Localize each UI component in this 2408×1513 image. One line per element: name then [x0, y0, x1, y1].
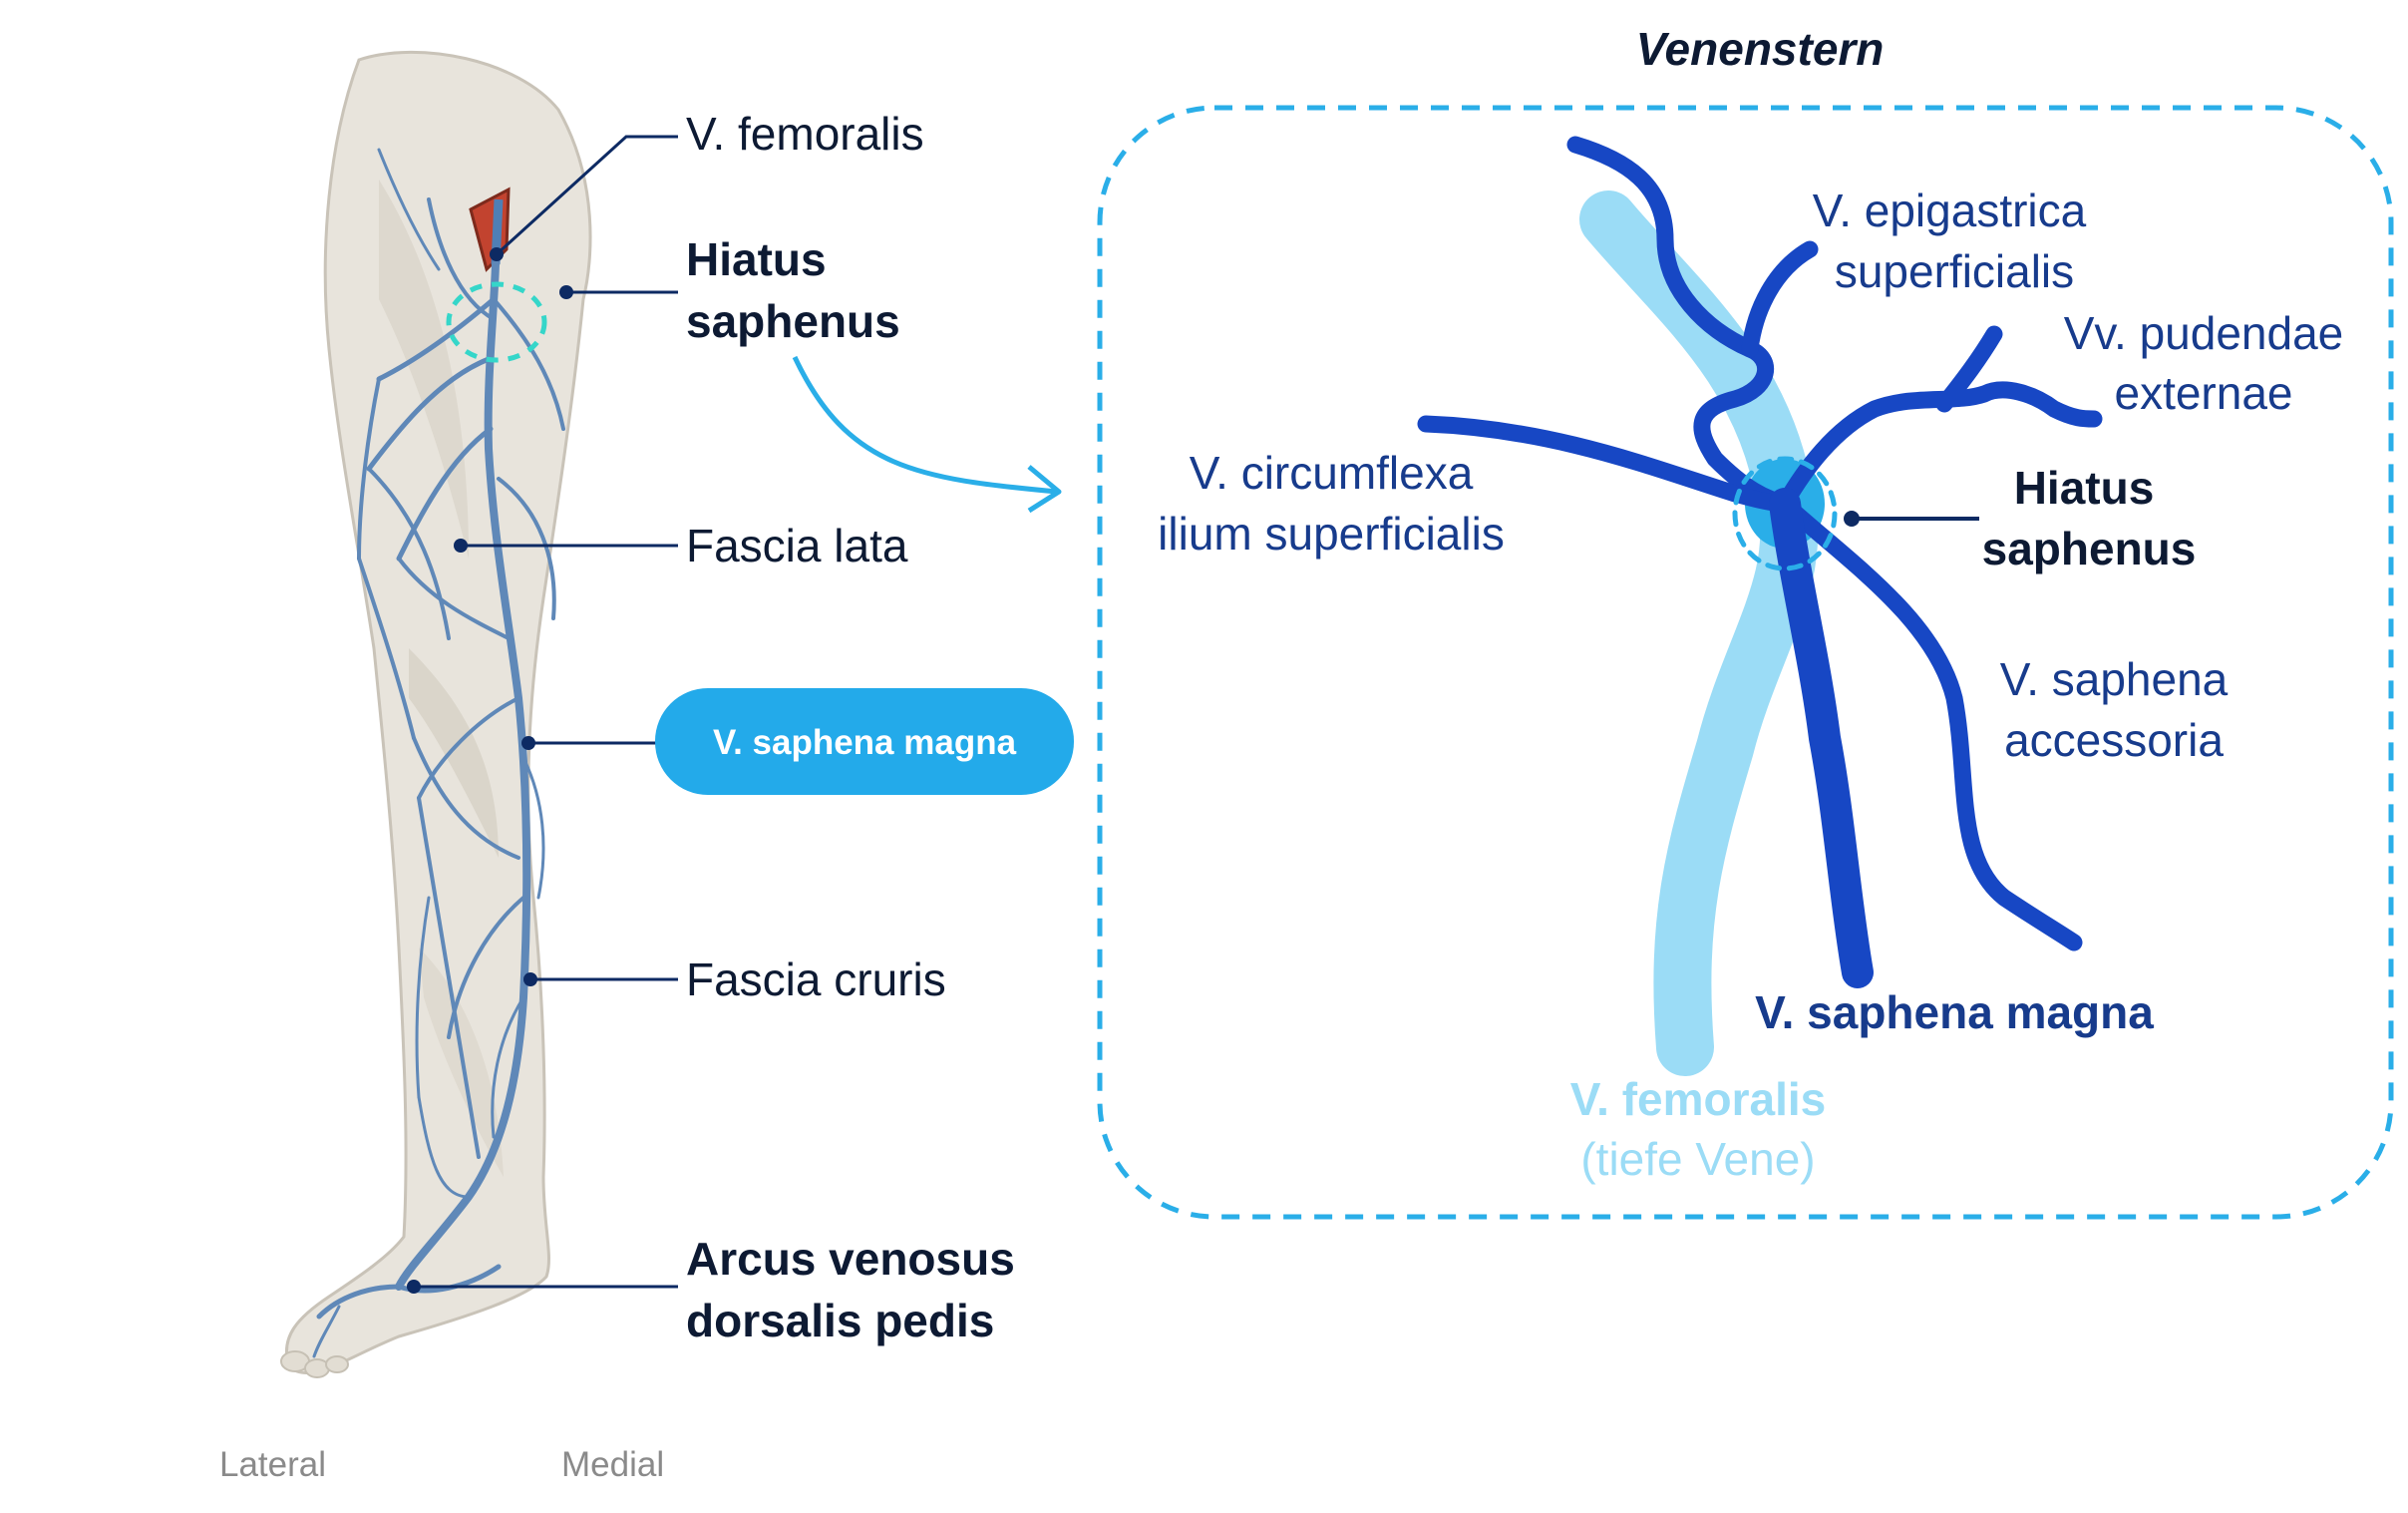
- epigastrica-vein: [1566, 136, 1794, 513]
- zoom-arrow-head: [1027, 465, 1062, 514]
- label-arcus-venosus-line2: dorsalis pedis: [686, 1295, 994, 1346]
- label-arcus-venosus-line1: Arcus venosus: [686, 1233, 1015, 1285]
- pudendae-branch: [1935, 325, 2003, 413]
- label-venenstern-hiatus-line1: Hiatus: [2014, 462, 2155, 514]
- label-fascia-cruris: Fascia cruris: [686, 953, 946, 1005]
- pudendae-vein: [1776, 381, 2103, 513]
- venenstern-frame: [1097, 105, 2394, 1220]
- toes: [280, 1350, 349, 1378]
- label-lateral: Lateral: [219, 1445, 326, 1484]
- leg-leader-dots: [407, 247, 573, 1294]
- leg-illustration: [280, 50, 592, 1378]
- femoral-deep-vein: [1579, 190, 1819, 1076]
- label-saphena-magna-pill: V. saphena magna: [713, 723, 1017, 762]
- zoom-arrow: [792, 355, 1058, 495]
- label-hiatus-saphenus-line1: Hiatus: [686, 233, 827, 285]
- accessoria-vein: [1776, 495, 2083, 951]
- label-pudendae-line2: externae: [2114, 367, 2292, 419]
- label-venenstern-saphena-magna: V. saphena magna: [1755, 986, 2154, 1038]
- label-venenstern-hiatus-line2: saphenus: [1982, 523, 2197, 574]
- leg-leader-lines: [414, 135, 678, 1289]
- label-accessoria-line2: accessoria: [2004, 714, 2224, 766]
- label-circumflexa-line1: V. circumflexa: [1190, 447, 1474, 499]
- hiatus-dashed-ring: [1732, 456, 1838, 571]
- hiatus-marker-circle: [446, 281, 547, 363]
- venenstern-title: Venenstern: [1636, 23, 1885, 75]
- label-venenstern-femoralis: V. femoralis: [1570, 1073, 1827, 1125]
- venenstern-drawing: [1417, 136, 2103, 1076]
- circumflexa-vein: [1417, 415, 1794, 513]
- label-epigastrica-line2: superficialis: [1835, 245, 2074, 297]
- label-accessoria-line1: V. saphena: [2000, 653, 2229, 705]
- label-hiatus-saphenus-line2: saphenus: [686, 295, 900, 347]
- venenstern-hiatus-dot: [1844, 511, 1860, 527]
- saphena-magna-pill: [655, 688, 1074, 795]
- thigh-shading: [379, 180, 469, 559]
- superficial-vein-network: [312, 148, 565, 1358]
- label-medial: Medial: [561, 1445, 664, 1484]
- label-epigastrica-line1: V. epigastrica: [1813, 185, 2087, 236]
- saphena-magna-vein: [1769, 488, 1874, 988]
- label-venenstern-femoralis-sub: (tiefe Vene): [1580, 1133, 1815, 1185]
- label-circumflexa-line2: ilium superficialis: [1158, 508, 1505, 560]
- epigastrica-branch: [1741, 240, 1819, 358]
- knee-shading: [409, 648, 499, 858]
- label-v-femoralis: V. femoralis: [686, 108, 924, 160]
- label-fascia-lata: Fascia lata: [686, 520, 908, 571]
- label-pudendae-line1: Vv. pudendae: [2064, 307, 2344, 359]
